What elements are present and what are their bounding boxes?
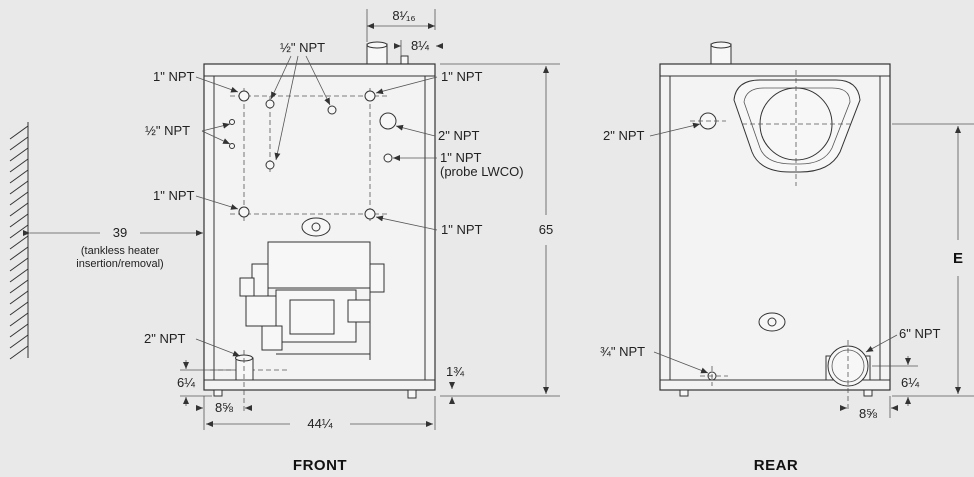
wall-hatch-line [9,125,29,140]
wall-hatch-line [9,191,29,206]
front-view [203,41,436,412]
wall-hatch-line [9,136,29,151]
tapping-2in-front [379,112,397,130]
tapping-1in-mid-left [238,206,250,218]
tapping-1in-top-right [364,90,376,102]
wall-hatch-line [9,180,29,195]
wall-hatch-line [9,235,29,250]
label-2in-front: 2" NPT [438,128,480,143]
clearance-dimension: 39 (tankless heater insertion/removal) [23,225,203,270]
wall-hatch-line [9,312,29,327]
dim-front-bottom-height: 6¼ [177,375,195,390]
label-1in-top-right: 1" NPT [441,69,483,84]
wall-hatch-line [9,279,29,294]
tapping-half-mid [265,160,275,170]
wall-hatch-line [9,147,29,162]
dim-height: 65 [539,222,553,237]
dim-front-base: 1¾ [446,364,464,379]
label-1in-mid-left: 1" NPT [153,188,195,203]
wall [9,122,29,360]
rear-view-title: REAR [754,457,799,474]
label-probe-lwco: (probe LWCO) [440,164,524,179]
rear-view [659,41,891,412]
label-rear-three-quarter: ¾" NPT [600,344,645,359]
dim-rear-bottom-offset: 8⅝ [859,406,877,421]
tapping-half-side-1 [229,119,235,125]
dim-width: 44¼ [307,416,332,431]
wall-hatch-line [9,224,29,239]
tapping-1in-top-left [238,90,250,102]
front-dimensions: 8¹⁄₁₆ 8¼ 65 6¼ 8⅝ 44¼ 1¾ [177,8,560,431]
tapping-probe-lwco [383,153,393,163]
tapping-half-top-1 [265,99,275,109]
label-half-side: ½" NPT [145,123,190,138]
wall-hatch-line [9,334,29,349]
label-half-top: ½" NPT [280,40,325,55]
dim-rear-height-e: E [953,250,963,267]
wall-hatch-line [9,246,29,261]
wall-hatch-line [9,290,29,305]
rear-dimensions: E 6¼ 8⅝ [840,123,974,421]
tapping-1in-mid-right [364,208,376,220]
wall-hatch-line [9,323,29,338]
dim-front-bottom-offset: 8⅝ [215,400,233,415]
front-view-title: FRONT [293,457,347,474]
clearance-note-line1: (tankless heater [81,245,160,257]
wall-hatch-line [9,169,29,184]
wall-hatch-line [9,301,29,316]
wall-hatch-line [9,158,29,173]
wall-hatch-line [9,202,29,217]
dim-rear-bottom-height: 6¼ [901,375,919,390]
wall-hatch-line [9,345,29,360]
clearance-value: 39 [113,225,127,240]
rear-labels: 2" NPT ¾" NPT 6" NPT [600,122,941,374]
tapping-half-top-2 [327,105,337,115]
dim-top-offset-1: 8¹⁄₁₆ [392,8,415,23]
tapping-half-side-2 [229,143,235,149]
label-rear-2in: 2" NPT [603,128,645,143]
label-rear-6in: 6" NPT [899,326,941,341]
front-small-stub [400,55,409,65]
label-1in-probe: 1" NPT [440,150,482,165]
wall-hatch-line [9,213,29,228]
label-1in-top-left: 1" NPT [153,69,195,84]
dim-top-offset-2: 8¼ [411,38,429,53]
wall-hatch-line [9,257,29,272]
clearance-note-line2: insertion/removal) [76,258,163,270]
label-2in-return: 2" NPT [144,331,186,346]
label-1in-mid-right: 1" NPT [441,222,483,237]
front-labels: 1" NPT ½" NPT 1" NPT ½" NPT 2" NPT 1" NP… [144,40,524,357]
wall-hatch-line [9,268,29,283]
burner-assembly [239,241,385,360]
